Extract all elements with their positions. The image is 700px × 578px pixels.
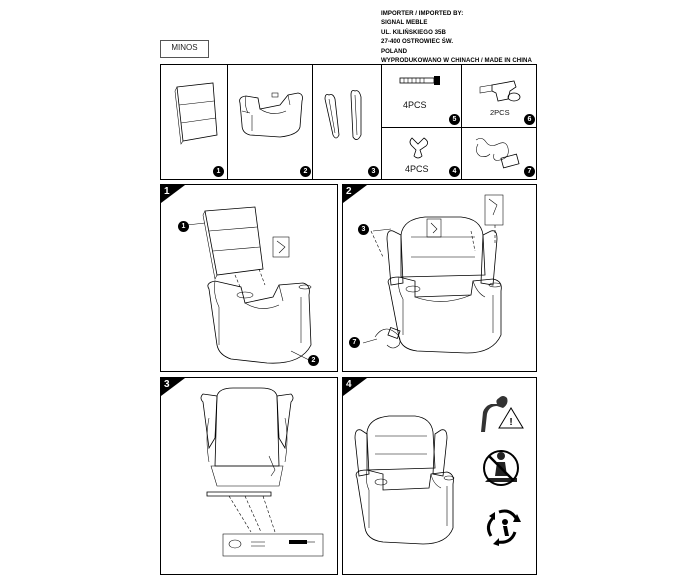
recliner-base-icon [239, 92, 303, 138]
step-number: 1 [164, 186, 170, 197]
parts-table [160, 64, 537, 180]
step-number-flag [343, 378, 367, 396]
step-number: 2 [346, 186, 352, 197]
part-recliner-base: 2 [228, 65, 312, 179]
part-wing-nut: 4PCS 4 [382, 128, 461, 179]
bolt-icon [399, 76, 440, 85]
callout-badge: 1 [178, 221, 189, 232]
part-number-badge: 2 [300, 166, 311, 177]
callout-badge: 7 [349, 337, 360, 348]
step-number: 4 [346, 379, 352, 390]
power-adapter-icon [475, 138, 520, 169]
step-4-panel: 4 ! [342, 377, 537, 575]
step-4-illustration [354, 415, 455, 545]
part-quantity: 4PCS [405, 164, 429, 174]
part-number-badge: 4 [449, 166, 460, 177]
bracket-icon [479, 80, 521, 102]
part-bracket: 2PCS 6 [462, 65, 537, 127]
part-number-badge: 7 [524, 166, 535, 177]
model-label: MINOS [160, 40, 209, 58]
step-3-panel: 3 [160, 377, 338, 575]
importer-line: UL. KILIŃSKIEGO 35B [381, 28, 446, 36]
callout-badge: 3 [358, 224, 369, 235]
step-number-flag [161, 378, 185, 396]
wing-nut-icon [409, 137, 428, 159]
backrest-cushion-icon [174, 82, 218, 145]
step-1-panel: 1 1 2 [160, 184, 338, 372]
part-backrest: 1 [161, 65, 227, 179]
children-warning-icon: ! [481, 396, 524, 432]
step-3-illustration [200, 387, 324, 557]
part-power-adapter: 7 [462, 128, 537, 179]
callout-badge: 2 [308, 355, 319, 366]
importer-line: IMPORTER / IMPORTED BY: [381, 10, 464, 17]
part-number-badge: 3 [368, 166, 379, 177]
step-number: 3 [164, 379, 170, 390]
svg-text:!: ! [509, 417, 512, 428]
part-number-badge: 5 [449, 114, 460, 125]
side-wings-icon [324, 90, 362, 140]
importer-line: WYPRODUKOWANO W CHINACH / MADE IN CHINA [381, 57, 532, 65]
step-number-flag [161, 185, 185, 203]
importer-info: IMPORTER / IMPORTED BY: SIGNAL MEBLE UL.… [381, 9, 581, 65]
step-number-flag [343, 185, 367, 203]
step-2-illustration [362, 194, 504, 354]
step-1-illustration [186, 206, 312, 364]
recycle-icon [486, 509, 521, 546]
part-number-badge: 6 [524, 114, 535, 125]
part-number-badge: 1 [213, 166, 224, 177]
step-2-panel: 2 3 7 [342, 184, 537, 372]
part-quantity: 4PCS [403, 100, 427, 110]
part-side-wings: 3 [313, 65, 381, 179]
importer-line: POLAND [381, 47, 408, 55]
importer-line: SIGNAL MEBLE [381, 19, 428, 27]
importer-line: 27-400 OSTROWIEC ŚW. [381, 38, 454, 46]
part-quantity: 2PCS [490, 108, 510, 117]
part-bolt: 4PCS 5 [382, 65, 461, 127]
no-standing-icon [483, 450, 519, 486]
